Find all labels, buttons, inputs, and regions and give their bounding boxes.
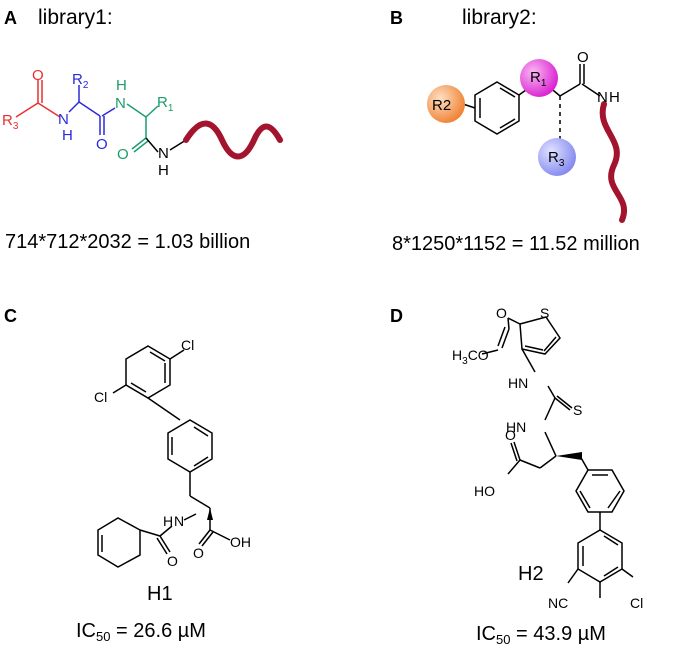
h1-structure [97, 345, 231, 568]
atom-h-linker: H [158, 162, 169, 179]
sphere-label-r1: R1 [530, 69, 547, 89]
sphere-label-r3: R3 [548, 149, 565, 169]
panel-c: C [4, 306, 251, 644]
h1-compound-label: H1 [147, 583, 173, 605]
h2-nc: NC [548, 595, 568, 611]
h2-structure [481, 316, 634, 598]
atom-n-linker: N [158, 145, 169, 162]
h2-cl: Cl [630, 595, 643, 611]
h2-o-acid: O [505, 427, 516, 443]
library1-atoms: O R3 R2 N H O H N R1 O N H [2, 67, 174, 179]
panel-a-title: library1: [38, 6, 113, 29]
h1-stereo-wedge [207, 508, 213, 520]
library2-benzene [474, 81, 520, 135]
blue-residue-bonds [68, 85, 116, 135]
h2-ho: HO [474, 483, 495, 499]
r2-sphere [427, 85, 465, 123]
panel-a: A library1: [2, 6, 283, 253]
panel-d-letter: D [390, 306, 403, 326]
atom-n-b: N [597, 89, 608, 106]
atom-n-green: N [115, 95, 126, 112]
library2-formula: 8*1250*1152 = 11.52 million [392, 233, 640, 255]
h1-n: N [174, 513, 184, 529]
library1-formula: 714*712*2032 = 1.03 billion [5, 231, 250, 253]
atom-n-blue: N [58, 111, 69, 128]
atom-r2: R2 [72, 71, 89, 91]
dna-strand-b [599, 101, 627, 223]
panel-b: B library2: R2 R1 O N H R3 [390, 6, 640, 255]
library2-atoms: R2 R1 O N H R3 [432, 49, 620, 169]
panel-b-letter: B [390, 8, 403, 28]
r1-sphere [520, 59, 558, 97]
panel-c-letter: C [4, 306, 17, 326]
panel-b-title: library2: [462, 6, 537, 29]
dna-strand-a [183, 120, 283, 160]
h1-o-amide: O [167, 553, 178, 569]
h1-ic50: IC50 = 26.6 µM [76, 620, 206, 644]
h1-h: H [163, 513, 173, 529]
atom-o-b: O [577, 49, 589, 66]
h1-oh: OH [230, 534, 251, 550]
r3-sphere [538, 138, 576, 176]
atom-h-blue: H [62, 127, 73, 144]
red-acyl-bonds [15, 80, 61, 118]
h1-cl-left: Cl [94, 389, 107, 405]
atom-o-acyl: O [32, 67, 44, 84]
h2-o-ester: O [496, 305, 507, 321]
h2-hn-upper: HN [508, 375, 528, 391]
h2-compound-label: H2 [518, 563, 544, 585]
atom-o-blue: O [96, 136, 108, 153]
atom-r1: R1 [157, 94, 174, 114]
linker-bonds [145, 137, 187, 153]
h2-s-thione: S [573, 402, 582, 418]
h1-cl-top: Cl [181, 337, 194, 353]
atom-h-b: H [609, 89, 620, 106]
library1-structure [15, 80, 187, 153]
h2-hn-lower: HN [506, 419, 526, 435]
atom-r3: R3 [2, 112, 19, 132]
h2-methoxy: H3CO [452, 347, 489, 367]
h2-stereo-wedge [556, 452, 582, 460]
green-residue-bonds [126, 103, 159, 153]
h2-s-ring: S [540, 305, 549, 321]
atom-o-green: O [117, 146, 129, 163]
atom-h-green: H [116, 77, 127, 94]
panel-a-letter: A [4, 8, 17, 28]
h1-atoms: Cl Cl H N O O OH [94, 337, 251, 569]
panel-d: D [390, 305, 643, 647]
h2-atoms: S O H3CO HN S HN O HO NC Cl [452, 305, 643, 611]
sphere-label-r2: R2 [432, 97, 451, 114]
h1-o-acid: O [193, 545, 204, 561]
h2-ic50: IC50 = 43.9 µM [476, 623, 606, 647]
